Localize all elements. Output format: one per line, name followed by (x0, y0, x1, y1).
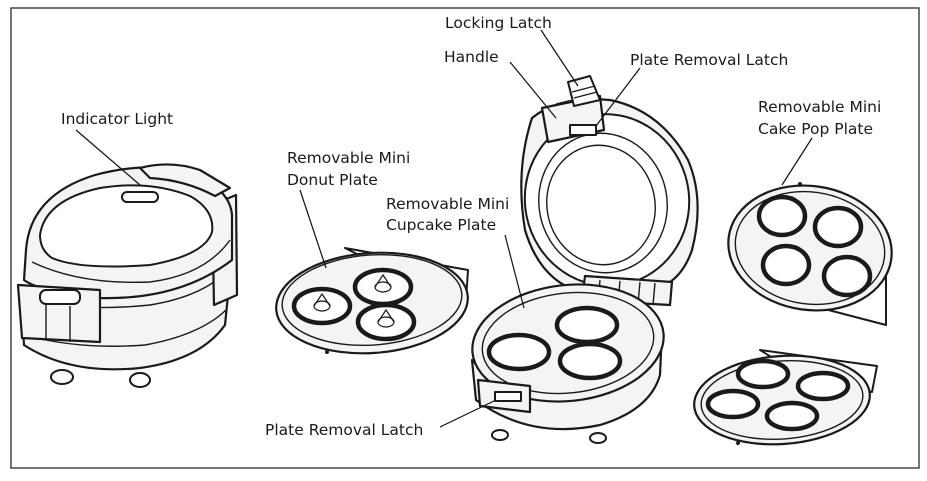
cake-pop-cavity (764, 400, 820, 432)
cake-pop-cavity (795, 370, 851, 402)
indicator-light-shape (121, 191, 159, 203)
label-plate-removal-latch-top: Plate Removal Latch (630, 51, 789, 69)
cake-pop-cavity (812, 205, 864, 249)
donut-cavity (352, 267, 414, 307)
label-indicator-light: Indicator Light (61, 110, 174, 128)
leader-plate-removal-latch-bottom (439, 399, 497, 428)
cake-pop-cavity (821, 254, 873, 298)
label-donut-plate-line-2: Donut Plate (287, 171, 378, 189)
leader-plate-removal-latch-top (595, 67, 641, 127)
donut-cavity (355, 302, 417, 342)
label-cake-pop-plate-line-2: Cake Pop Plate (758, 120, 874, 138)
closed-appliance-illustration (16, 163, 239, 388)
cake-pop-plate-illustration (727, 182, 893, 326)
donut-cavity (291, 286, 353, 326)
frame-border (10, 7, 920, 469)
cupcake-cavity (557, 341, 623, 381)
leader-handle (509, 61, 557, 119)
cupcake-cavity (554, 305, 620, 345)
cake-pop-cavity (760, 243, 812, 287)
cake-pop-plate-bottom-illustration (693, 349, 878, 446)
open-appliance-illustration (470, 75, 699, 444)
donut-plate-illustration (275, 247, 469, 355)
label-plate-removal-latch-bottom: Plate Removal Latch (265, 421, 424, 439)
cupcake-cavity (486, 332, 552, 372)
label-handle: Handle (444, 48, 499, 66)
label-cupcake-plate-line-2: Cupcake Plate (386, 216, 497, 234)
label-cupcake-plate-line-1: Removable Mini (386, 195, 510, 213)
leader-locking-latch (540, 29, 579, 87)
label-donut-plate-line-1: Removable Mini (287, 149, 411, 167)
label-cake-pop-plate-line-1: Removable Mini (758, 98, 882, 116)
leader-cupcake-plate (504, 234, 525, 309)
cake-pop-cavity (735, 358, 791, 390)
leader-donut-plate (299, 189, 327, 269)
leader-cake-pop-plate (781, 137, 813, 186)
label-locking-latch: Locking Latch (445, 14, 552, 32)
cake-pop-cavity (705, 388, 761, 420)
leader-lines (75, 29, 813, 428)
leader-indicator-light (75, 129, 141, 186)
cake-pop-cavity (756, 194, 808, 238)
